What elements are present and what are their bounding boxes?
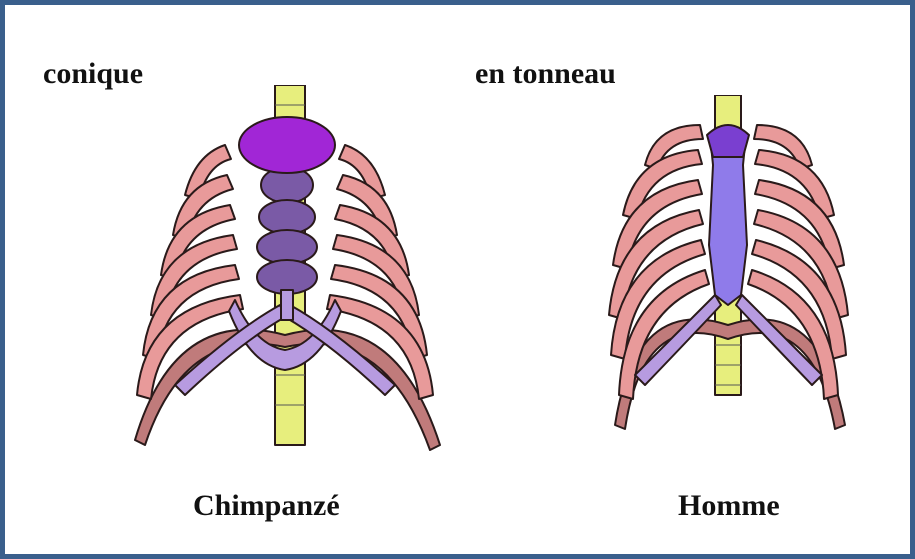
chimpanzee-ribcage-illustration — [115, 85, 455, 465]
species-label-homme: Homme — [678, 489, 780, 523]
species-label-chimpanzee: Chimpanzé — [193, 489, 340, 523]
human-ribcage-illustration — [595, 95, 865, 435]
shape-label-tonneau: en tonneau — [475, 57, 616, 91]
